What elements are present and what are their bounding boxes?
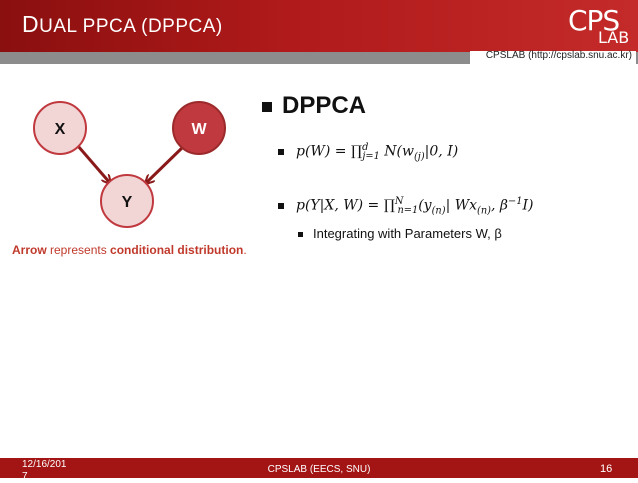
eq2-part-a: p(Y|X, W) = ∏: [296, 197, 395, 214]
sub-bullet-text: Integrating with Parameters W, β: [313, 226, 502, 241]
arrow-x-to-y: [76, 145, 110, 183]
footer-date: 12/16/201 7: [22, 459, 67, 482]
bullet-icon: [278, 148, 284, 155]
eq2-sup2: −1: [507, 196, 523, 207]
sub-bullet: Integrating with Parameters W, β: [298, 226, 502, 241]
footer-bar: [0, 458, 638, 478]
footer-center-text: CPSLAB (EECS, SNU): [267, 464, 371, 475]
eq2-part-c: | Wx: [445, 197, 478, 214]
eq2-part-b: (y: [418, 197, 432, 214]
caption-conditional: conditional distribution: [110, 243, 244, 257]
eq2-sup: N: [394, 196, 404, 207]
cpslab-logo: CPS LAB: [568, 4, 634, 50]
graphical-model-diagram: X W Y: [33, 101, 226, 228]
equation-likelihood: p(Y|X, W) = ∏Nn=1(y(n)| Wx(n), β−1I): [278, 196, 533, 216]
eq2-part-d: , β: [490, 197, 508, 214]
eq1-part-b: N(w: [379, 143, 414, 160]
heading-bullet-icon: [262, 101, 272, 112]
caption-end: .: [243, 243, 247, 257]
node-w: [172, 101, 226, 155]
section-heading: DPPCA: [262, 92, 366, 120]
node-x: [33, 101, 87, 155]
title-first-letter: D: [22, 11, 40, 37]
eq2-sub: n=1: [397, 205, 419, 217]
equation-prior-w: p(W) = ∏dj=1 N(w(j)|0, I): [278, 142, 458, 162]
eq1-part-a: p(W) = ∏: [296, 143, 363, 160]
title-rest: UAL PPCA (DPPCA): [39, 16, 223, 37]
arrow-w-to-y: [146, 144, 186, 183]
node-x-label: X: [55, 121, 66, 138]
bullet-icon: [278, 202, 284, 209]
eq1-part-c: |0, I): [424, 143, 459, 160]
node-y-label: Y: [122, 194, 133, 211]
node-y: [100, 174, 154, 228]
eq1-sub2: (j): [413, 151, 425, 163]
caption-middle: represents: [46, 243, 111, 257]
eq1-sup: d: [362, 142, 369, 153]
header-bar: [0, 0, 638, 52]
subtitle-box: [470, 51, 636, 65]
logo-cps-text: CPS: [568, 4, 620, 37]
diagram-caption: Arrow represents conditional distributio…: [12, 243, 247, 257]
slide-title: DUAL PPCA (DPPCA): [22, 11, 223, 38]
eq2-sub2: (n): [431, 205, 446, 217]
node-w-label: W: [191, 121, 207, 138]
page-number: 16: [600, 463, 613, 475]
caption-arrow-word: Arrow: [12, 243, 47, 257]
eq2-sub3: (n): [477, 205, 491, 217]
eq1-sub: j=1: [362, 151, 380, 163]
subtitle-url: CPSLAB (http://cpslab.snu.ac.kr): [485, 50, 632, 61]
eq2-part-e: I): [522, 197, 534, 214]
heading-text: DPPCA: [282, 92, 367, 119]
logo-lab-text: LAB: [598, 28, 630, 47]
sub-bullet-icon: [298, 232, 303, 238]
